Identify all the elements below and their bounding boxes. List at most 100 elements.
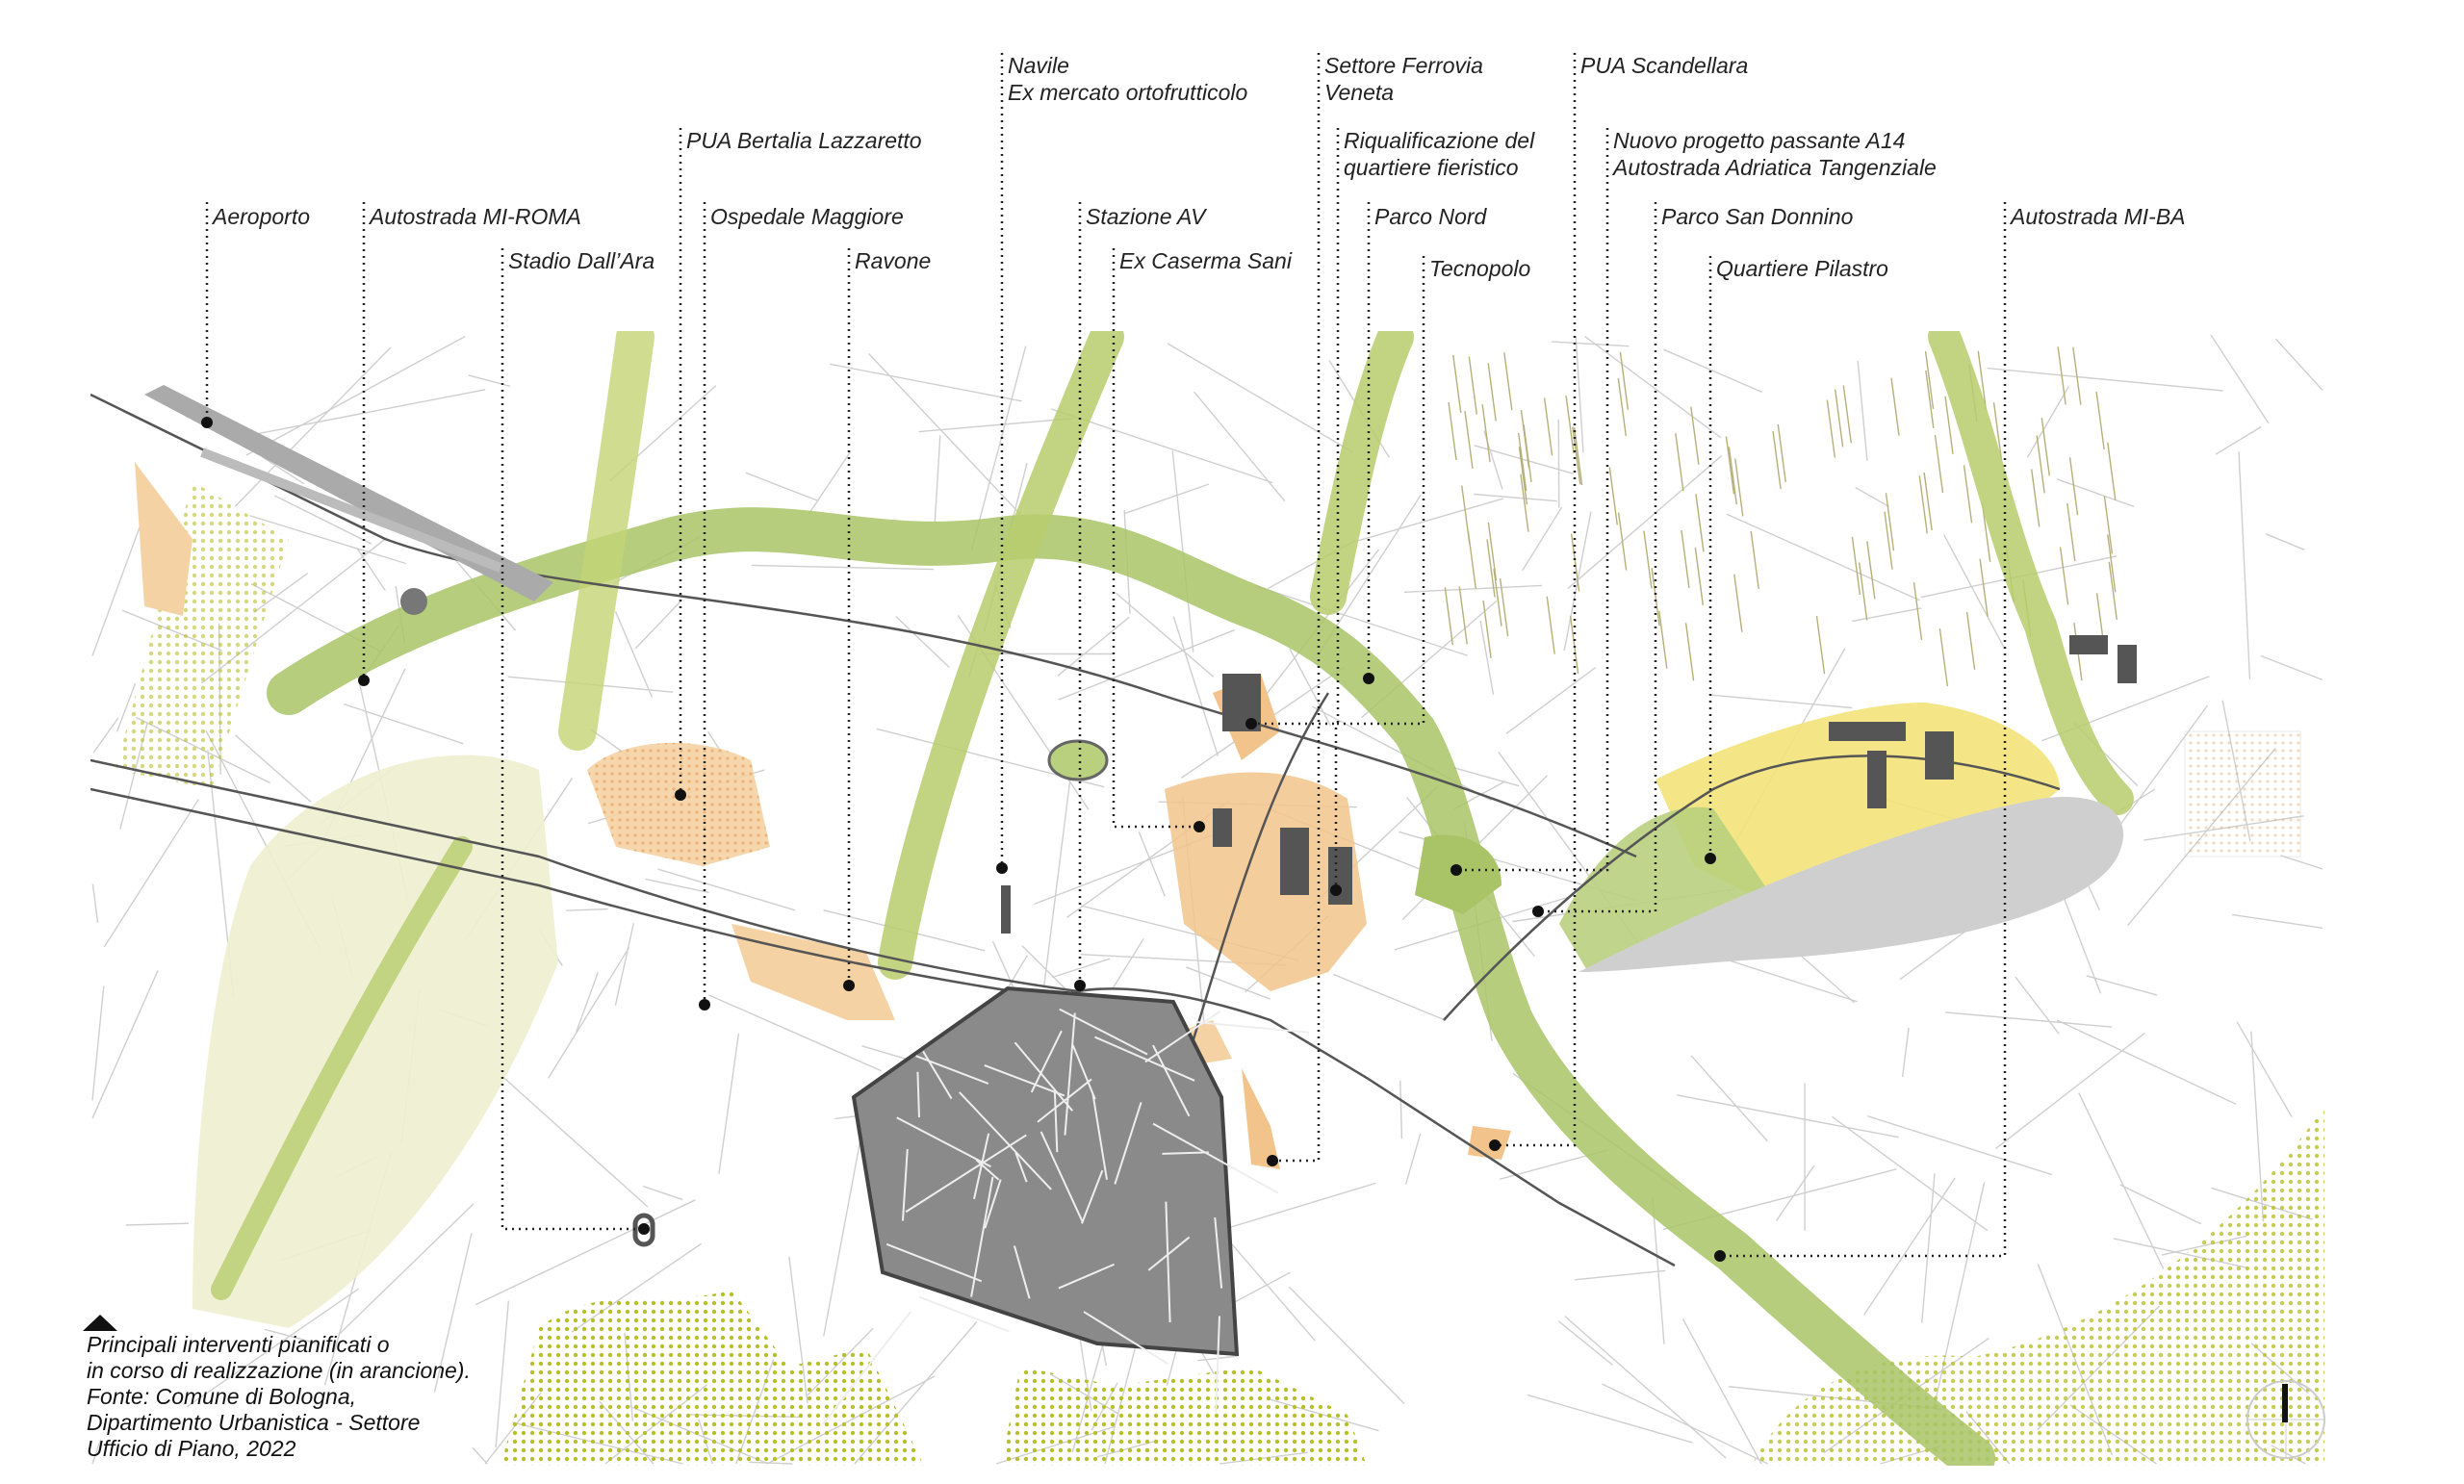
location-label: Stazione AV <box>1086 204 1208 229</box>
field-line <box>1643 530 1653 589</box>
field-line <box>1694 547 1705 605</box>
road <box>1228 1271 1291 1306</box>
location-marker <box>1714 1250 1726 1262</box>
road <box>1681 1318 1762 1465</box>
road <box>1602 1383 1768 1465</box>
field-line <box>1725 436 1735 495</box>
street <box>970 1176 994 1297</box>
road <box>1124 483 1210 515</box>
field-line <box>1728 447 1738 505</box>
location-label: Veneta <box>1324 80 1394 105</box>
field-line <box>2103 496 2114 554</box>
field-line <box>1464 410 1474 470</box>
location-marker <box>996 862 1008 874</box>
road <box>1474 493 1557 502</box>
road <box>751 564 935 571</box>
road <box>1690 1055 1769 1142</box>
caption-line: in corso di realizzazione (in arancione)… <box>87 1358 471 1383</box>
street <box>1030 1030 1063 1093</box>
street <box>959 1091 1052 1190</box>
field-line <box>1981 503 1991 562</box>
leader-line <box>1538 202 1657 913</box>
road <box>970 345 1027 550</box>
hills-area <box>116 481 289 789</box>
field-line <box>1733 574 1743 632</box>
location-label: Settore Ferrovia <box>1324 53 1483 78</box>
road <box>91 507 148 656</box>
road <box>1254 584 1469 656</box>
road <box>1399 1080 1403 1139</box>
road <box>934 435 941 525</box>
street <box>1040 1131 1084 1223</box>
field-line <box>1651 568 1660 627</box>
location-marker <box>358 675 370 686</box>
road <box>91 883 99 923</box>
field-line <box>1482 600 1492 658</box>
road <box>1479 620 1495 695</box>
road <box>1867 1115 2053 1176</box>
caption-line: Ufficio di Piano, 2022 <box>87 1436 296 1461</box>
road <box>2056 1019 2237 1105</box>
street <box>1162 1151 1209 1155</box>
road <box>548 947 630 1079</box>
location-marker <box>1194 821 1205 832</box>
road <box>1522 506 1563 571</box>
road <box>2086 975 2158 996</box>
field-line <box>1851 536 1861 596</box>
field-line <box>1734 458 1744 517</box>
road <box>273 495 372 545</box>
street <box>1152 1044 1191 1117</box>
field-line <box>1992 402 2003 461</box>
street <box>1071 1044 1096 1100</box>
road <box>918 417 1075 433</box>
road <box>91 970 159 1119</box>
road <box>1021 945 1072 996</box>
location-marker <box>1705 853 1716 864</box>
street <box>1013 1245 1031 1299</box>
field-line <box>1681 529 1690 589</box>
road <box>1567 455 1723 589</box>
map-body <box>90 331 2324 1466</box>
road <box>614 923 635 1006</box>
road <box>1288 1286 1405 1405</box>
field-line <box>1523 423 1532 483</box>
road <box>1852 607 1922 623</box>
road <box>657 868 796 911</box>
field-line <box>1885 493 1895 551</box>
location-marker <box>1245 718 1257 729</box>
street <box>918 1295 1010 1333</box>
road <box>808 450 852 516</box>
road <box>1855 486 1889 508</box>
location-label: Autostrada MI-BA <box>2009 204 2186 229</box>
road <box>1863 1177 1956 1316</box>
road <box>1057 616 1130 677</box>
road <box>91 985 105 1101</box>
road <box>1042 759 1074 988</box>
road <box>2280 855 2323 870</box>
field-line <box>1912 581 1923 641</box>
road <box>1452 766 1520 787</box>
location-marker <box>1330 884 1342 896</box>
road <box>1357 498 1503 542</box>
field-line <box>1570 533 1580 592</box>
road <box>1194 391 1286 502</box>
street <box>1064 1012 1076 1136</box>
road <box>1708 694 1853 709</box>
location-label: Parco San Donnino <box>1661 204 1854 229</box>
field-line <box>1486 539 1496 598</box>
field-line <box>1815 615 1826 675</box>
road <box>1857 360 1868 461</box>
road <box>343 703 464 745</box>
location-label: Navile <box>1008 53 1069 78</box>
caption-line: Dipartimento Urbanistica - Settore <box>87 1410 421 1435</box>
field-line <box>1890 377 1900 436</box>
field-line <box>1938 627 1949 687</box>
historic-center <box>851 985 1240 1357</box>
road <box>2274 338 2323 391</box>
field-line <box>1866 541 1876 600</box>
field-line <box>1572 426 1581 485</box>
street <box>916 1071 920 1118</box>
field-line <box>1518 447 1528 505</box>
field-line <box>1826 399 1836 458</box>
